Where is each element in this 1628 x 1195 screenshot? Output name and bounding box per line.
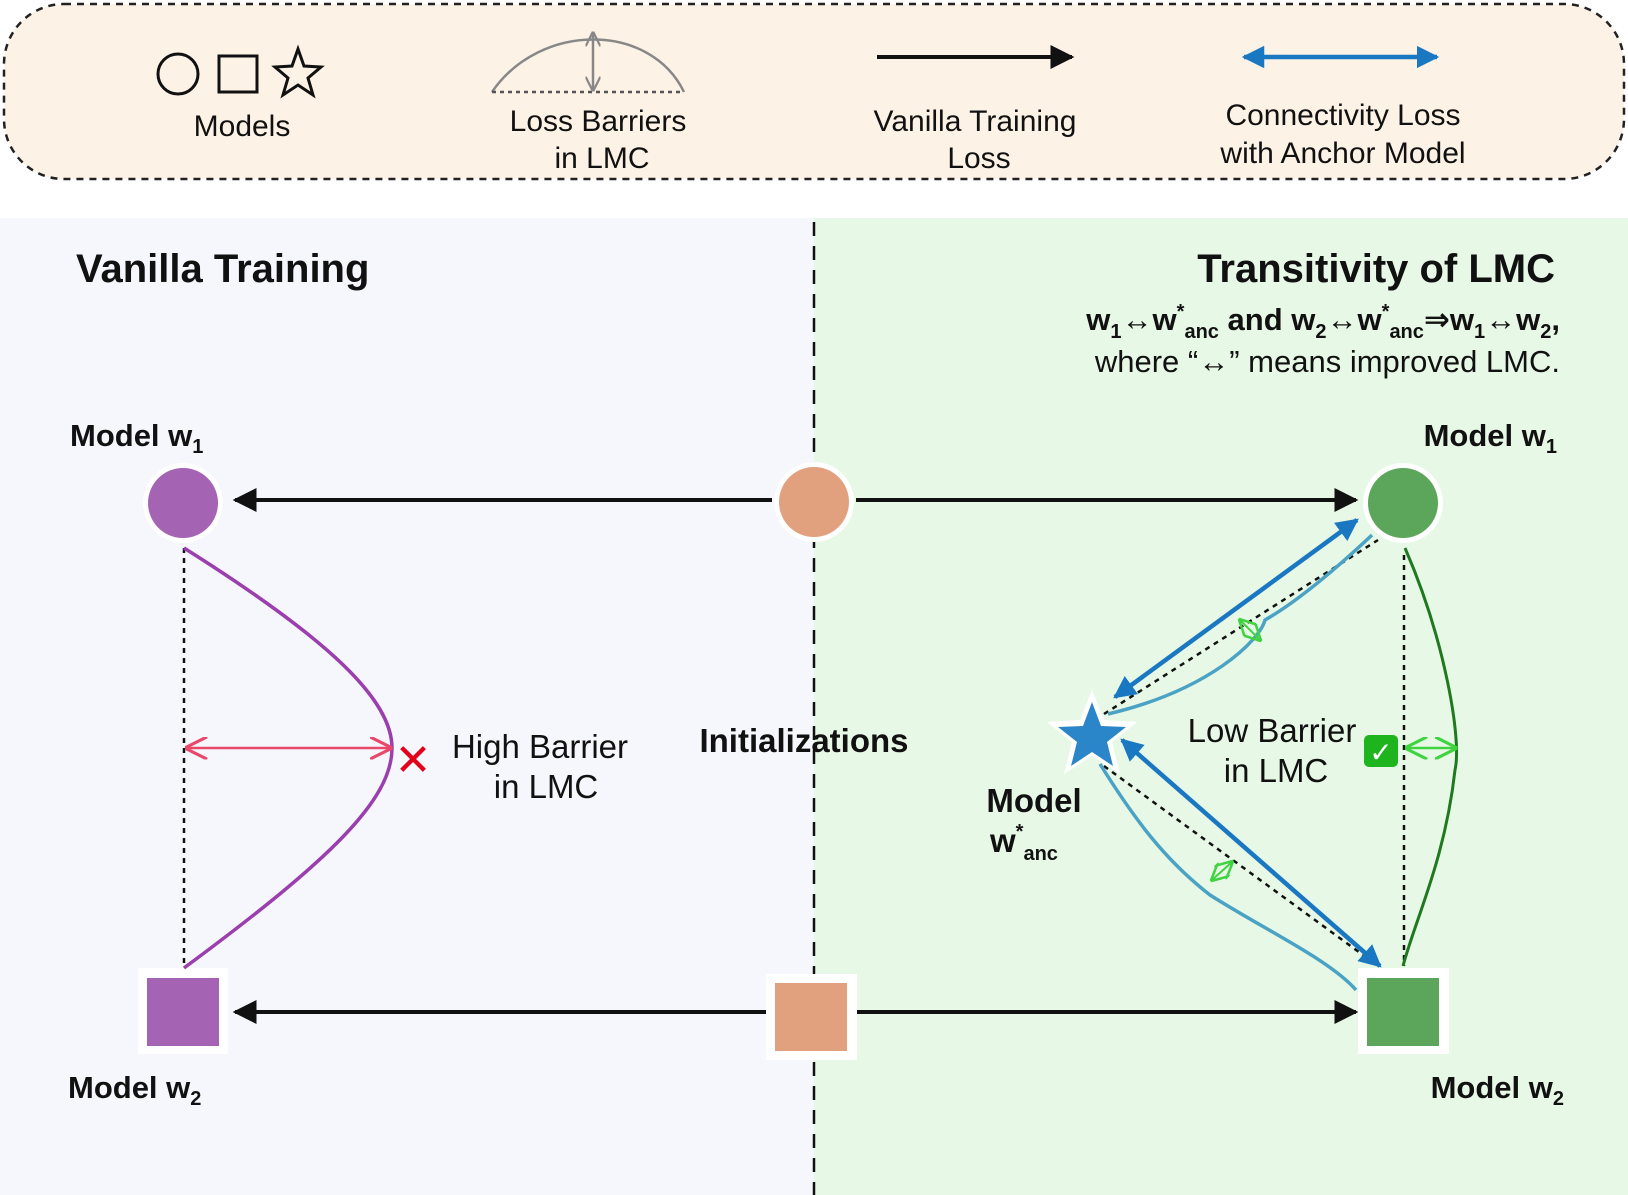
check-mark-icon: ✓ — [1369, 737, 1392, 768]
initializations-label: Initializations — [699, 722, 908, 759]
right-barrier-label-2: in LMC — [1224, 752, 1329, 789]
legend-circle-icon — [156, 52, 200, 96]
legend-vanilla-loss-label-2: Loss — [947, 142, 1010, 175]
transitivity-equation: w1↔w*anc and w2↔w*anc⇒w1↔w2, — [1085, 301, 1560, 343]
anchor-model-label-2: w*anc — [989, 821, 1058, 865]
legend-loss-barriers-label-2: in LMC — [554, 142, 649, 175]
right-w1-w2-barrier-curve — [1401, 547, 1459, 967]
left-panel-title: Vanilla Training — [76, 247, 369, 291]
init-square — [775, 983, 847, 1051]
left-model-w1-circle — [148, 468, 218, 538]
right-model-w2-square — [1367, 978, 1439, 1046]
legend-loss-barriers-label: Loss Barriers — [510, 105, 687, 138]
legend-connectivity-label: Connectivity Loss — [1225, 99, 1460, 132]
legend-models-label: Models — [194, 110, 291, 143]
right-barrier-label: Low Barrier — [1188, 712, 1357, 749]
legend-star-icon — [271, 44, 325, 99]
left-model-w1-label: Model w1 — [70, 418, 203, 458]
right-model-w1-circle — [1368, 468, 1438, 538]
right-model-w2-label: Model w2 — [1431, 1070, 1564, 1110]
right-model-w1-label: Model w1 — [1424, 418, 1557, 458]
left-model-w2-square — [147, 978, 219, 1046]
transitivity-where-line: where “↔” means improved LMC. — [1094, 344, 1560, 379]
left-barrier-label-2: in LMC — [494, 768, 599, 805]
right-panel — [814, 218, 1628, 1195]
init-circle — [779, 467, 849, 537]
anchor-w2-connectivity-arrow — [1120, 738, 1382, 968]
right-panel-title: Transitivity of LMC — [1197, 247, 1555, 291]
check-box-icon — [1364, 735, 1398, 767]
anchor-w2-small-arrow-icon — [1212, 862, 1232, 880]
anchor-w1-small-arrow-icon — [1240, 620, 1260, 640]
anchor-model-label: Model — [986, 782, 1081, 819]
left-panel — [0, 218, 814, 1195]
legend-vanilla-loss-label: Vanilla Training — [874, 105, 1077, 138]
legend-connectivity-label-2: with Anchor Model — [1219, 137, 1465, 170]
anchor-star-icon — [1058, 702, 1126, 766]
left-barrier-label: High Barrier — [452, 728, 628, 765]
left-model-w2-label: Model w2 — [68, 1070, 201, 1110]
legend-square-icon — [217, 54, 259, 94]
anchor-w1-connectivity-arrow — [1113, 518, 1359, 699]
legend-box — [2, 2, 1626, 181]
left-cross-icon: ✕ — [395, 736, 432, 785]
